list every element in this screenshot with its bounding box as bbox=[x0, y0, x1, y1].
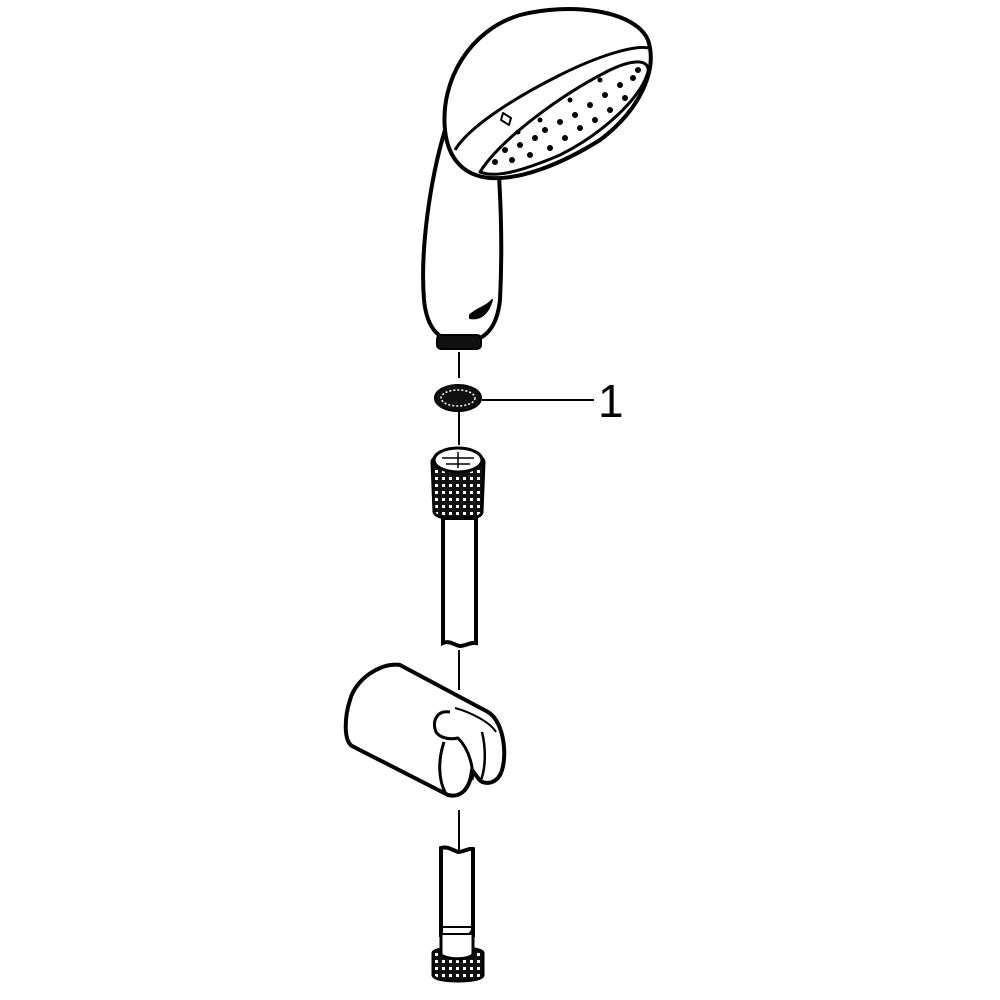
seal-washer-icon bbox=[434, 384, 482, 412]
hose-end-nut-icon bbox=[431, 935, 485, 983]
spray-nozzles bbox=[492, 67, 641, 165]
shower-hose-lower bbox=[439, 845, 475, 945]
wall-holder-icon bbox=[343, 662, 507, 798]
hose-nut-icon bbox=[430, 446, 486, 521]
hand-shower-icon bbox=[421, 6, 653, 350]
shower-hose-upper bbox=[441, 516, 478, 649]
callout-number-1: 1 bbox=[598, 375, 624, 427]
